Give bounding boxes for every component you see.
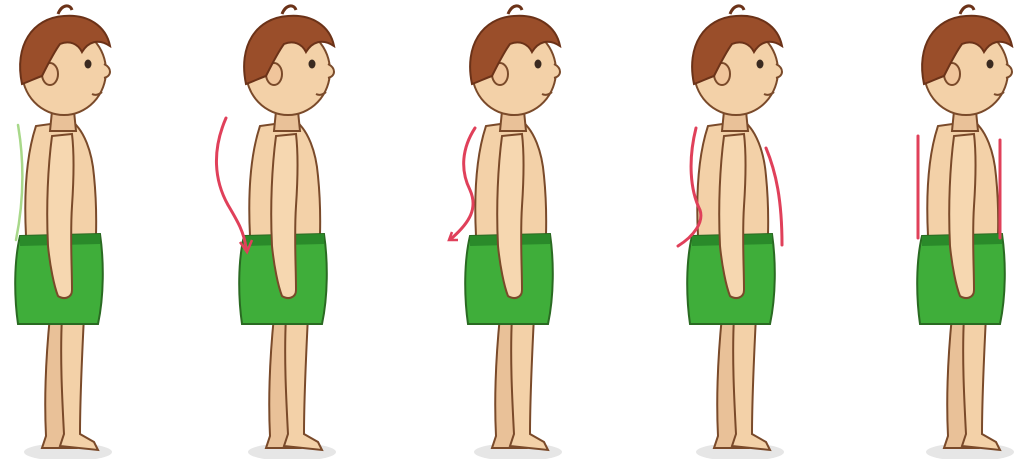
figure-panel-sway [678, 6, 784, 459]
spine-marker-line [16, 125, 22, 240]
figure-panel-curved-lower [449, 6, 562, 459]
spine-marker-curve [216, 118, 246, 248]
spine-marker-curve [452, 128, 475, 238]
figure-panel-curved-upper [216, 6, 336, 459]
figure-panel-flat [917, 6, 1014, 459]
figure-panel-normal [15, 6, 112, 459]
